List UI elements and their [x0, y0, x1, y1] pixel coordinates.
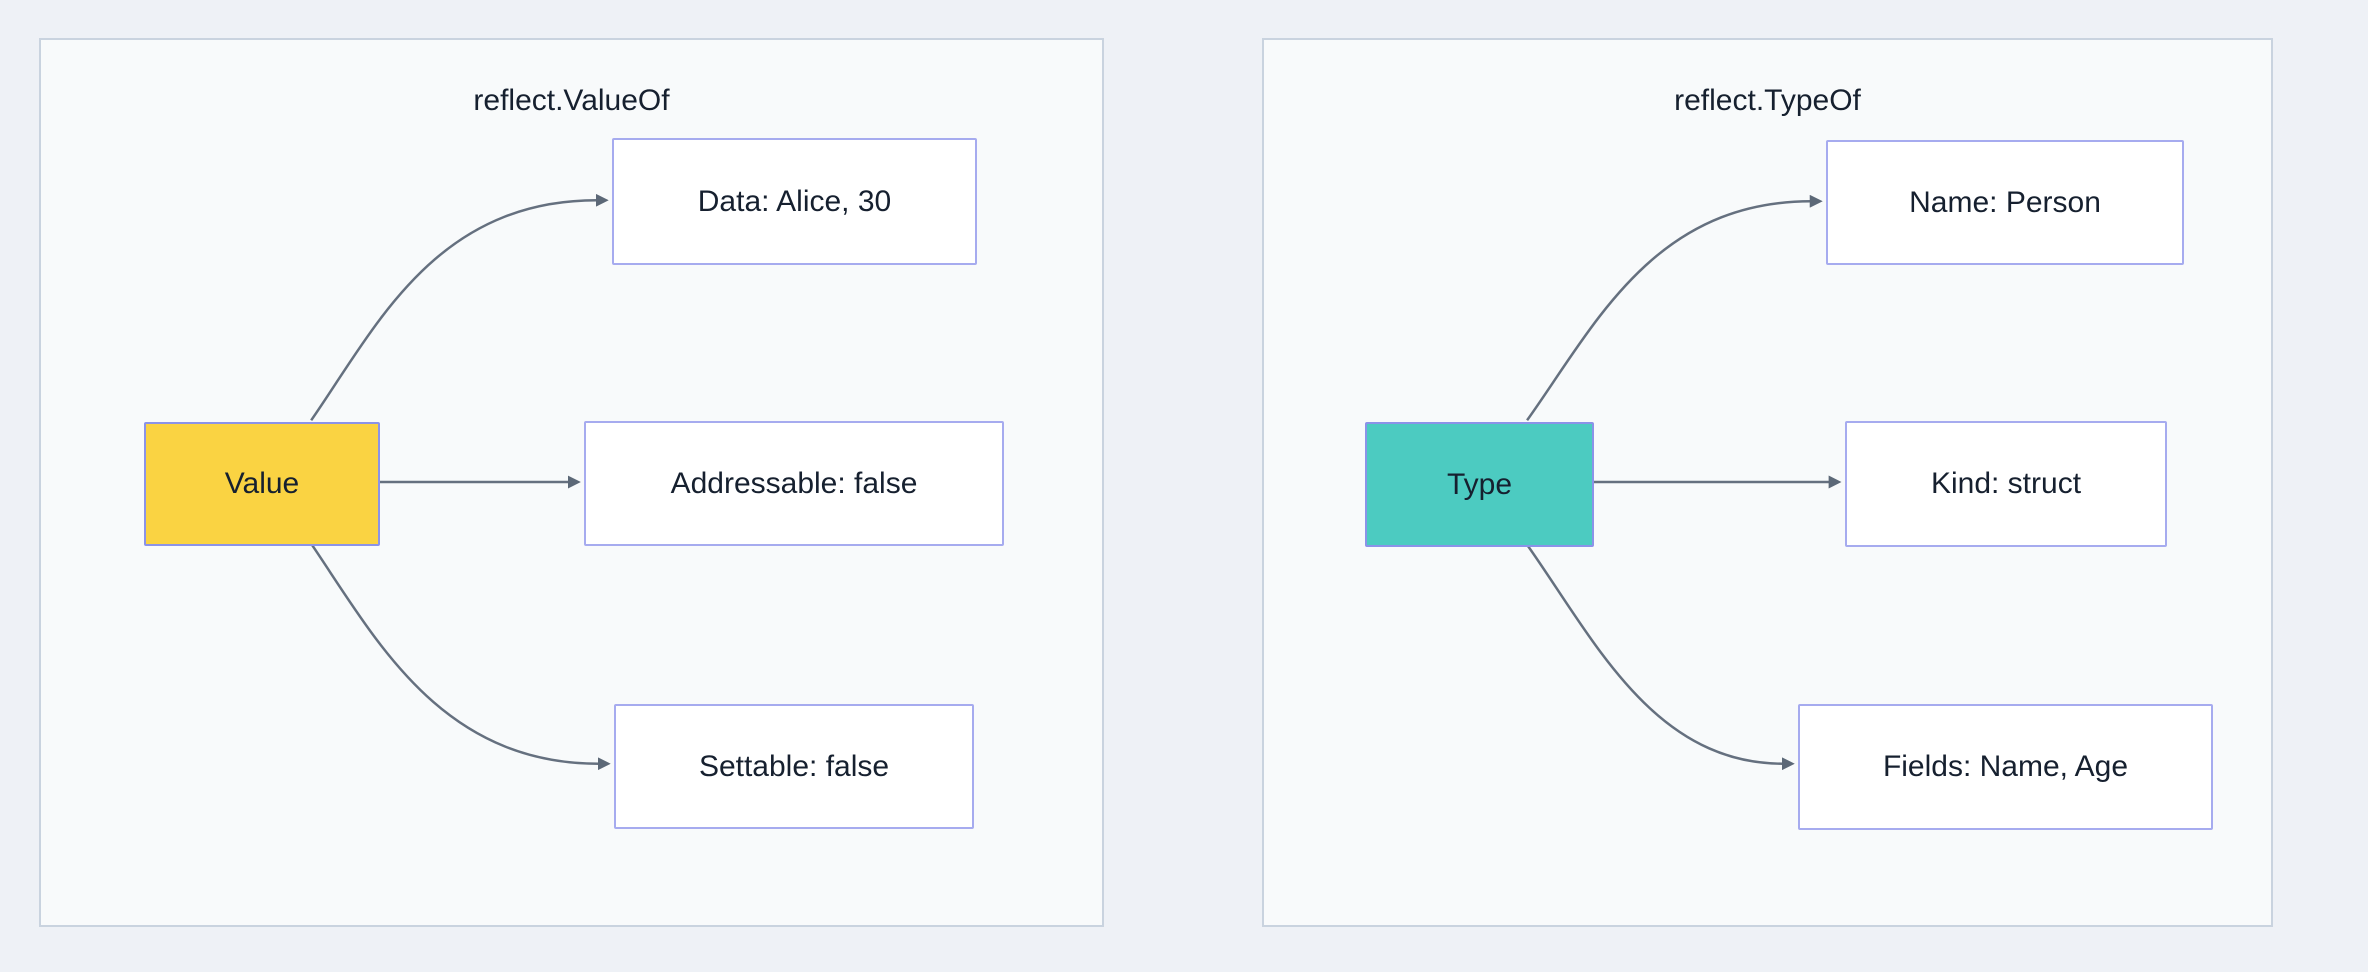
node-name: Name: Person — [1826, 140, 2184, 265]
node-settable: Settable: false — [614, 704, 974, 829]
node-label: Addressable: false — [670, 466, 918, 500]
edge-type-to-name — [1526, 194, 1823, 422]
edge-type-to-fields — [1526, 543, 1795, 771]
node-label: Value — [224, 467, 300, 500]
edge-value-to-settable — [310, 543, 611, 771]
panel-title: reflect.TypeOf — [1674, 84, 1861, 117]
node-label: Kind: struct — [1930, 467, 2082, 500]
node-data: Data: Alice, 30 — [612, 138, 977, 265]
node-value: Value — [144, 422, 380, 546]
panel-reflect-valueof: reflect.ValueOf Value Data: Alice, 30 Ad… — [39, 38, 1104, 927]
panel-reflect-typeof: reflect.TypeOf Type Name: Person Kind: s… — [1262, 38, 2273, 927]
node-label: Type — [1446, 467, 1513, 501]
node-kind: Kind: struct — [1845, 421, 2167, 547]
node-fields: Fields: Name, Age — [1798, 704, 2213, 830]
node-label: Settable: false — [698, 749, 890, 783]
panel-title: reflect.ValueOf — [473, 84, 670, 117]
node-type: Type — [1365, 422, 1594, 547]
node-label: Name: Person — [1909, 185, 2101, 219]
node-addressable: Addressable: false — [584, 421, 1004, 546]
node-label: Data: Alice, 30 — [697, 184, 892, 218]
edge-value-to-data — [310, 193, 609, 421]
node-label: Fields: Name, Age — [1882, 750, 2129, 783]
